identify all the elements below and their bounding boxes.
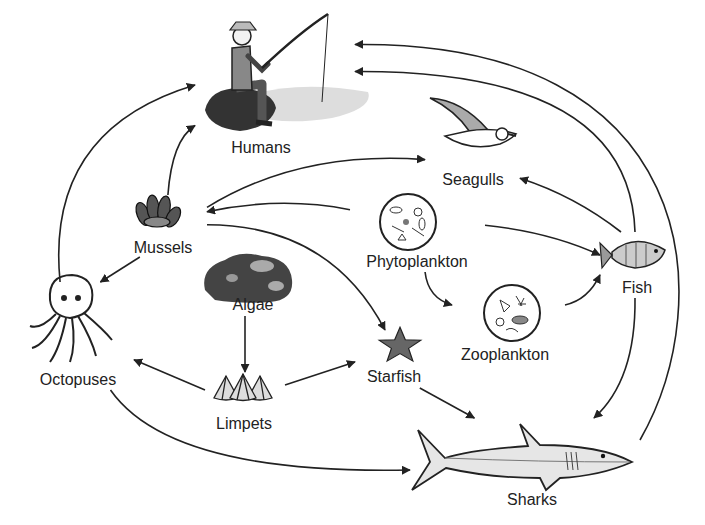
humans-node: Humans xyxy=(195,10,355,160)
octopus-illustration-part xyxy=(62,296,66,300)
fish-illustration-part xyxy=(600,243,612,268)
food-arrow xyxy=(355,71,635,232)
zooplankton-illustration-part xyxy=(500,300,510,312)
food-arrow xyxy=(207,225,385,330)
phytoplankton-illustration-part xyxy=(419,218,425,230)
phytoplankton-illustration-part xyxy=(398,234,406,240)
food-arrow xyxy=(520,178,621,232)
algae-illustration-part xyxy=(226,274,238,282)
phytoplankton-illustration-part xyxy=(414,208,422,216)
organism-label: Algae xyxy=(233,295,274,315)
fish-illustration-part xyxy=(626,243,646,267)
zooplankton-illustration-part xyxy=(484,285,540,341)
mussels-illustration-part xyxy=(144,217,170,227)
seagull-illustration-part xyxy=(508,134,516,136)
food-arrow xyxy=(207,158,425,207)
fisherman-illustration-part xyxy=(232,46,252,90)
algae-illustration-part xyxy=(204,254,292,303)
food-arrow xyxy=(594,298,635,418)
fish-illustration-part xyxy=(612,241,665,268)
organism-label: Humans xyxy=(231,138,291,158)
octopus-illustration xyxy=(30,275,112,362)
phytoplankton-illustration-part xyxy=(403,219,409,225)
food-arrow xyxy=(285,362,355,385)
fish-illustration-part xyxy=(654,249,658,253)
phytoplankton-node: Phytoplankton xyxy=(350,190,485,272)
seagull-illustration xyxy=(430,98,516,147)
seagull-illustration-part xyxy=(496,128,508,140)
fisherman-illustration-part xyxy=(248,56,268,70)
food-arrow xyxy=(565,275,600,305)
organism-label: Mussels xyxy=(134,238,193,258)
fisherman-illustration-part xyxy=(256,122,272,124)
zooplankton-illustration-part xyxy=(506,328,518,332)
food-arrow xyxy=(207,203,350,211)
organism-label: Starfish xyxy=(367,367,421,387)
limpets-illustration-part xyxy=(230,374,256,401)
phytoplankton-illustration-part xyxy=(380,194,436,250)
food-arrow xyxy=(485,225,600,255)
fish-illustration xyxy=(600,241,665,268)
food-arrow xyxy=(134,360,205,390)
organism-label: Sharks xyxy=(507,490,557,510)
zooplankton-illustration-part xyxy=(512,316,528,324)
octopus-illustration-part xyxy=(32,316,60,348)
phytoplankton-illustration-part xyxy=(390,207,402,213)
fisherman-illustration xyxy=(205,14,369,131)
starfish-illustration xyxy=(379,327,421,361)
algae-node: Algae xyxy=(200,250,300,316)
octopus-illustration-part xyxy=(50,275,93,318)
organism-label: Zooplankton xyxy=(461,345,549,365)
starfish-illustration-part xyxy=(379,327,421,361)
zooplankton-illustration-part xyxy=(496,318,504,326)
food-arrow xyxy=(420,388,475,418)
shark-illustration-part xyxy=(445,458,630,462)
zooplankton-illustration xyxy=(484,285,540,341)
algae-illustration-part xyxy=(268,281,284,291)
algae-illustration-part xyxy=(250,260,274,272)
octopus-illustration-part xyxy=(76,296,80,300)
algae-illustration xyxy=(204,254,292,303)
organism-label: Octopuses xyxy=(40,370,116,390)
organism-label: Limpets xyxy=(216,414,272,434)
fisherman-illustration-part xyxy=(230,22,256,30)
limpets-node: Limpets xyxy=(205,372,285,434)
mussels-node: Mussels xyxy=(122,195,207,257)
zooplankton-illustration-part xyxy=(516,296,526,306)
food-arrow xyxy=(100,257,139,282)
mussels-illustration xyxy=(133,195,183,230)
octopuses-node: Octopuses xyxy=(22,282,134,390)
shark-illustration-part xyxy=(412,424,632,490)
fish-node: Fish xyxy=(600,232,670,298)
limpets-illustration xyxy=(214,374,272,401)
fisherman-illustration-part xyxy=(322,14,328,102)
shark-illustration-part xyxy=(566,452,578,470)
food-arrow xyxy=(168,126,195,196)
phytoplankton-illustration xyxy=(380,194,436,250)
organism-label: Seagulls xyxy=(442,170,503,190)
limpets-illustration-part xyxy=(222,374,264,400)
food-arrow xyxy=(110,390,410,470)
fisherman-illustration-part xyxy=(262,14,328,68)
octopus-illustration-part xyxy=(84,313,112,340)
food-arrow xyxy=(355,44,679,440)
food-arrow xyxy=(425,272,452,305)
starfish-node: Starfish xyxy=(355,330,435,388)
shark-illustration-part xyxy=(601,454,605,458)
organism-label: Phytoplankton xyxy=(366,252,467,272)
zooplankton-node: Zooplankton xyxy=(452,282,565,364)
seagulls-node: Seagulls xyxy=(425,92,520,190)
sharks-node: Sharks xyxy=(410,418,640,518)
food-arrow xyxy=(59,85,195,282)
octopus-illustration-part xyxy=(70,318,74,362)
organism-label: Fish xyxy=(622,278,652,298)
octopus-illustration-part xyxy=(30,314,56,327)
octopus-illustration-part xyxy=(50,318,66,362)
food-arrow xyxy=(244,316,246,372)
seagull-illustration-part xyxy=(430,98,488,132)
shark-illustration xyxy=(412,424,632,490)
